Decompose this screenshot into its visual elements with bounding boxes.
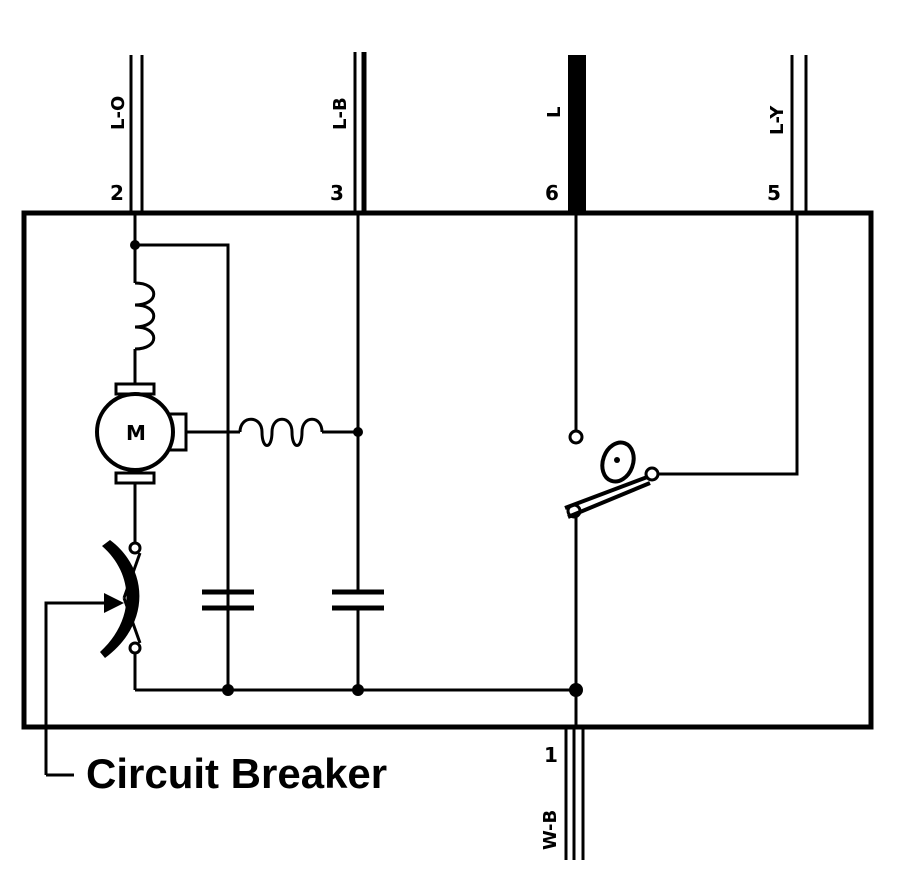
capacitor-right	[332, 589, 384, 690]
switch-contact-right	[644, 466, 660, 482]
wire-label-L: L	[544, 107, 565, 118]
wire-label-L-O: L-O	[108, 96, 129, 130]
wire-label-L-B: L-B	[330, 97, 351, 130]
wire-terminal-6	[568, 55, 586, 213]
terminal-5-number: 5	[767, 181, 781, 205]
terminal-2-number: 2	[110, 181, 124, 205]
switch-arm	[564, 440, 651, 519]
wire-label-L-Y: L-Y	[767, 105, 788, 135]
wire-terminal-1	[564, 727, 585, 860]
terminal-6-number: 6	[545, 181, 559, 205]
motor-symbol: M	[126, 421, 146, 445]
terminal-3-number: 3	[330, 181, 344, 205]
circuit-breaker-label: Circuit Breaker	[86, 750, 387, 797]
wire-terminal-2	[129, 55, 144, 213]
circuit-breaker-symbol	[100, 540, 142, 658]
field-coil	[134, 281, 156, 351]
wire-terminal-5	[790, 55, 808, 213]
motor: M	[95, 382, 188, 485]
choke-coil	[238, 417, 324, 447]
housing-box	[21, 210, 874, 730]
terminal-1-number: 1	[544, 743, 558, 767]
switch-contact-top	[568, 429, 584, 445]
wire-label-W-B: W-B	[540, 810, 561, 850]
wire-terminal-3	[353, 52, 367, 213]
